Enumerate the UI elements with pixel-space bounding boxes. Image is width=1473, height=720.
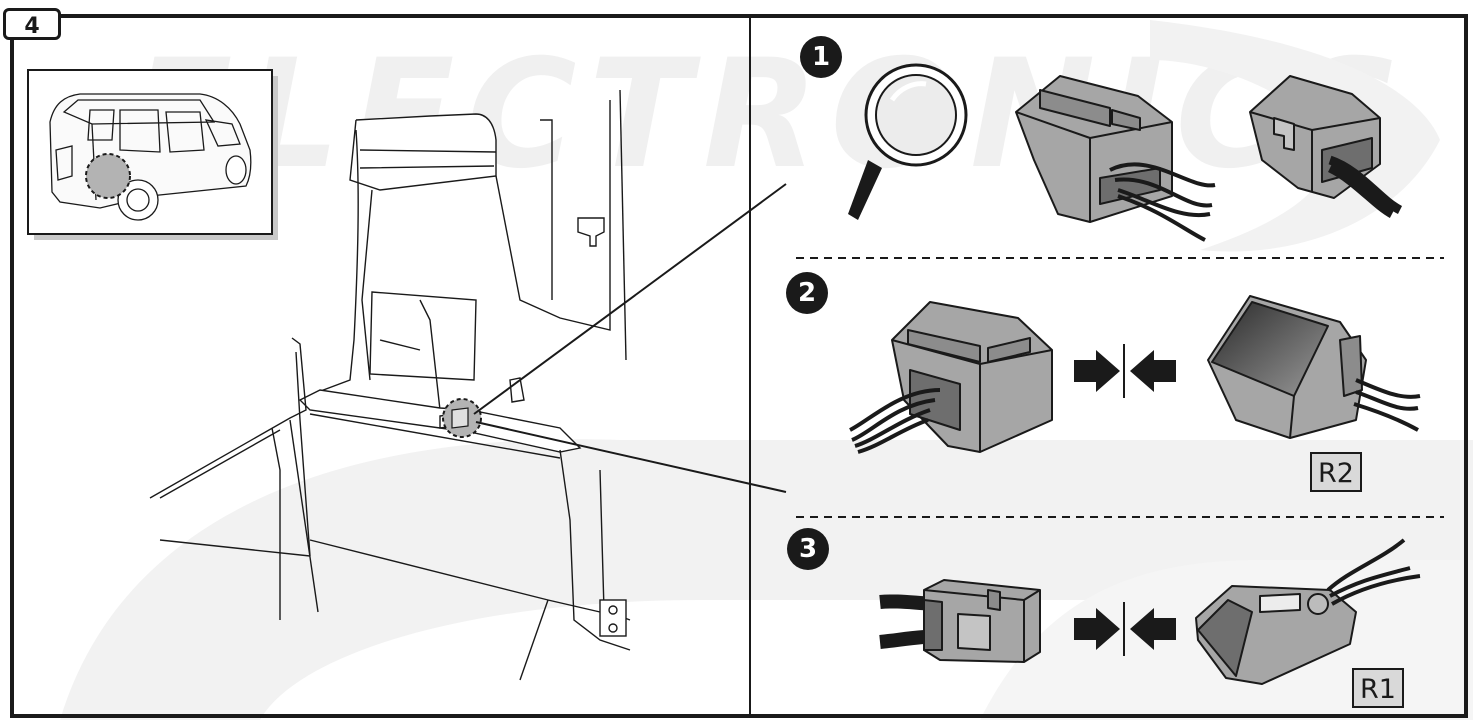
connector-icon — [849, 301, 1053, 454]
zoom-line-lower — [475, 421, 787, 493]
figure-number: 4 — [3, 8, 61, 40]
zoom-line-upper — [473, 183, 787, 415]
connector-icon — [1249, 75, 1403, 218]
magnifier-icon — [848, 63, 968, 220]
step-3-badge: 3 — [787, 528, 829, 570]
connector-icon — [879, 579, 1041, 663]
connector-icon — [1195, 538, 1421, 685]
step-1-badge: 1 — [800, 36, 842, 78]
highlight-circle — [85, 153, 131, 199]
arrow-left-icon — [1130, 350, 1176, 392]
arrow-right-icon — [1074, 608, 1120, 650]
outer-frame — [10, 14, 1468, 718]
connector-location-detail — [451, 407, 469, 429]
arrow-right-icon — [1074, 350, 1120, 392]
van-inset — [27, 69, 278, 240]
arrow-left-icon — [1130, 608, 1176, 650]
vehicle-interior-scene — [149, 89, 631, 681]
step-2-badge: 2 — [786, 272, 828, 314]
connector-icon — [1207, 295, 1421, 439]
reference-tag-r1: R1 — [1352, 668, 1404, 708]
connector-icon — [1015, 75, 1216, 242]
reference-tag-r2: R2 — [1310, 452, 1362, 492]
